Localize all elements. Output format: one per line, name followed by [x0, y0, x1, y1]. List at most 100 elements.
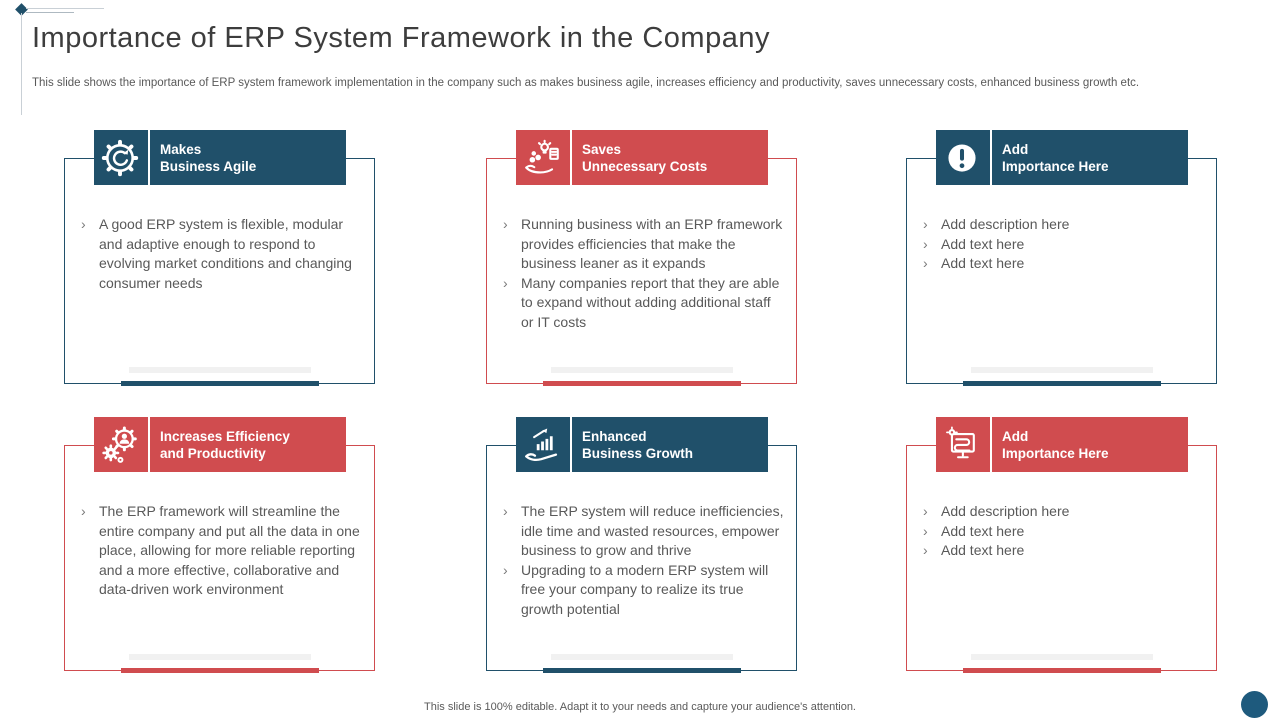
- card-title-line2: Business Growth: [582, 445, 694, 461]
- bullet-marker-icon: ›: [503, 561, 508, 578]
- agile-gear-icon: [94, 130, 146, 185]
- bullet-marker-icon: ›: [503, 274, 508, 291]
- card-accent-bar: [963, 381, 1161, 386]
- card-body: › A good ERP system is flexible, modular …: [64, 158, 375, 386]
- bullet-marker-icon: ›: [503, 503, 508, 519]
- bullet-list: › Running business with an ERP framework …: [487, 159, 796, 332]
- card-header: Enhanced Business Growth: [516, 417, 768, 472]
- bullet-list: ›Add description here›Add text here›Add …: [907, 446, 1216, 561]
- bullet-item: › Upgrading to a modern ERP system will f…: [503, 561, 784, 620]
- exclamation-circle-icon: [936, 130, 988, 185]
- bullet-list: › The ERP framework will streamline the e…: [65, 446, 374, 600]
- corner-horizontal-line: [26, 8, 104, 9]
- card-shadow-bar: [129, 654, 311, 660]
- card-accent-bar: [121, 668, 319, 673]
- card-title-line2: Business Agile: [160, 158, 257, 174]
- card-body: ›Add description here›Add text here›Add …: [906, 445, 1217, 673]
- header-divider: [990, 417, 992, 472]
- card-title-line2: Unnecessary Costs: [582, 158, 708, 174]
- card-title-line2: and Productivity: [160, 445, 266, 461]
- corner-vertical-line: [21, 13, 22, 115]
- bullet-text: Upgrading to a modern ERP system will fr…: [521, 561, 769, 617]
- header-divider: [148, 417, 150, 472]
- card-shadow-bar: [129, 367, 311, 373]
- header-divider: [570, 130, 572, 185]
- card-shadow-bar: [971, 367, 1153, 373]
- money-saving-hand-icon: [516, 130, 568, 185]
- card-accent-bar: [543, 381, 741, 386]
- card-title-line1: Add: [1002, 428, 1029, 444]
- card-accent-bar: [121, 381, 319, 386]
- card-accent-bar: [543, 668, 741, 673]
- card-saves-unnecessary-costs: › Running business with an ERP framework …: [486, 130, 797, 386]
- card-title: Saves Unnecessary Costs: [572, 130, 768, 185]
- card-body: › Running business with an ERP framework …: [486, 158, 797, 386]
- bullet-text: Add text here: [941, 255, 1025, 271]
- bullet-item: › Add text here: [923, 541, 1204, 561]
- card-body: › The ERP framework will streamline the e…: [64, 445, 375, 673]
- bullet-text: Add text here: [941, 542, 1025, 558]
- card-body: ›Add description here›Add text here›Add …: [906, 158, 1217, 386]
- bullet-item: ›Add text here: [923, 522, 1204, 542]
- bullet-item: › Add text here: [923, 254, 1204, 274]
- bullet-item: › Many companies report that they are abl…: [503, 274, 784, 333]
- bullet-list: › A good ERP system is flexible, modular …: [65, 159, 374, 293]
- bullet-text: Add text here: [941, 235, 1025, 252]
- bullet-marker-icon: ›: [923, 235, 928, 252]
- gears-person-icon: [94, 417, 146, 472]
- bullet-marker-icon: ›: [81, 216, 86, 232]
- card-title-line1: Add: [1002, 141, 1029, 157]
- card-title-line1: Increases Efficiency: [160, 428, 290, 444]
- bullet-text: The ERP system will reduce inefficiencie…: [521, 503, 784, 558]
- bullet-item: › Add text here: [923, 235, 1204, 255]
- bullet-marker-icon: ›: [923, 503, 928, 519]
- bullet-text: Running business with an ERP framework p…: [521, 216, 783, 271]
- header-divider: [990, 130, 992, 185]
- bullet-text: A good ERP system is flexible, modular a…: [99, 216, 352, 291]
- card-header: Saves Unnecessary Costs: [516, 130, 768, 185]
- bullet-item: › The ERP framework will streamline the e…: [81, 502, 362, 600]
- bullet-marker-icon: ›: [503, 216, 508, 232]
- bullet-item: › A good ERP system is flexible, modular …: [81, 215, 362, 293]
- card-increases-efficiency: › The ERP framework will streamline the e…: [64, 417, 375, 673]
- bullet-list: ›Add description here›Add text here›Add …: [907, 159, 1216, 274]
- bullet-marker-icon: ›: [81, 503, 86, 519]
- bullet-marker-icon: ›: [923, 522, 928, 539]
- header-divider: [570, 417, 572, 472]
- card-title: Makes Business Agile: [150, 130, 346, 185]
- card-accent-bar: [963, 668, 1161, 673]
- card-title-line1: Saves: [582, 141, 622, 157]
- card-add-importance-1: ›Add description here›Add text here›Add …: [906, 130, 1217, 386]
- bullet-text: Many companies report that they are able…: [521, 274, 780, 330]
- card-shadow-bar: [551, 654, 733, 660]
- presentation-board-icon: [936, 417, 988, 472]
- card-shadow-bar: [551, 367, 733, 373]
- card-title-line2: Importance Here: [1002, 158, 1109, 174]
- card-title-line1: Enhanced: [582, 428, 647, 444]
- corner-horizontal-line-short: [26, 12, 74, 13]
- editable-note: This slide is 100% editable. Adapt it to…: [424, 701, 856, 713]
- card-shadow-bar: [971, 654, 1153, 660]
- bullet-item: › Running business with an ERP framework …: [503, 215, 784, 274]
- card-header: Makes Business Agile: [94, 130, 346, 185]
- card-title-line1: Makes: [160, 141, 202, 157]
- bullet-marker-icon: ›: [923, 255, 928, 271]
- card-title: Add Importance Here: [992, 130, 1188, 185]
- card-body: › The ERP system will reduce inefficienci…: [486, 445, 797, 673]
- bullet-list: › The ERP system will reduce inefficienci…: [487, 446, 796, 619]
- card-title-line2: Importance Here: [1002, 445, 1109, 461]
- bullet-text: Add description here: [941, 503, 1070, 519]
- slide-subtitle: This slide shows the importance of ERP s…: [32, 77, 1140, 89]
- bullet-text: Add description here: [941, 216, 1070, 232]
- card-add-importance-2: ›Add description here›Add text here›Add …: [906, 417, 1217, 673]
- card-title: Add Importance Here: [992, 417, 1188, 472]
- card-title: Enhanced Business Growth: [572, 417, 768, 472]
- page-title: Importance of ERP System Framework in th…: [32, 22, 770, 54]
- growth-hand-chart-icon: [516, 417, 568, 472]
- bullet-marker-icon: ›: [923, 542, 928, 558]
- bullet-item: › Add description here: [923, 502, 1204, 522]
- card-header: Add Importance Here: [936, 417, 1188, 472]
- bullet-text: The ERP framework will streamline the en…: [99, 503, 360, 597]
- card-header: Increases Efficiency and Productivity: [94, 417, 346, 472]
- header-divider: [148, 130, 150, 185]
